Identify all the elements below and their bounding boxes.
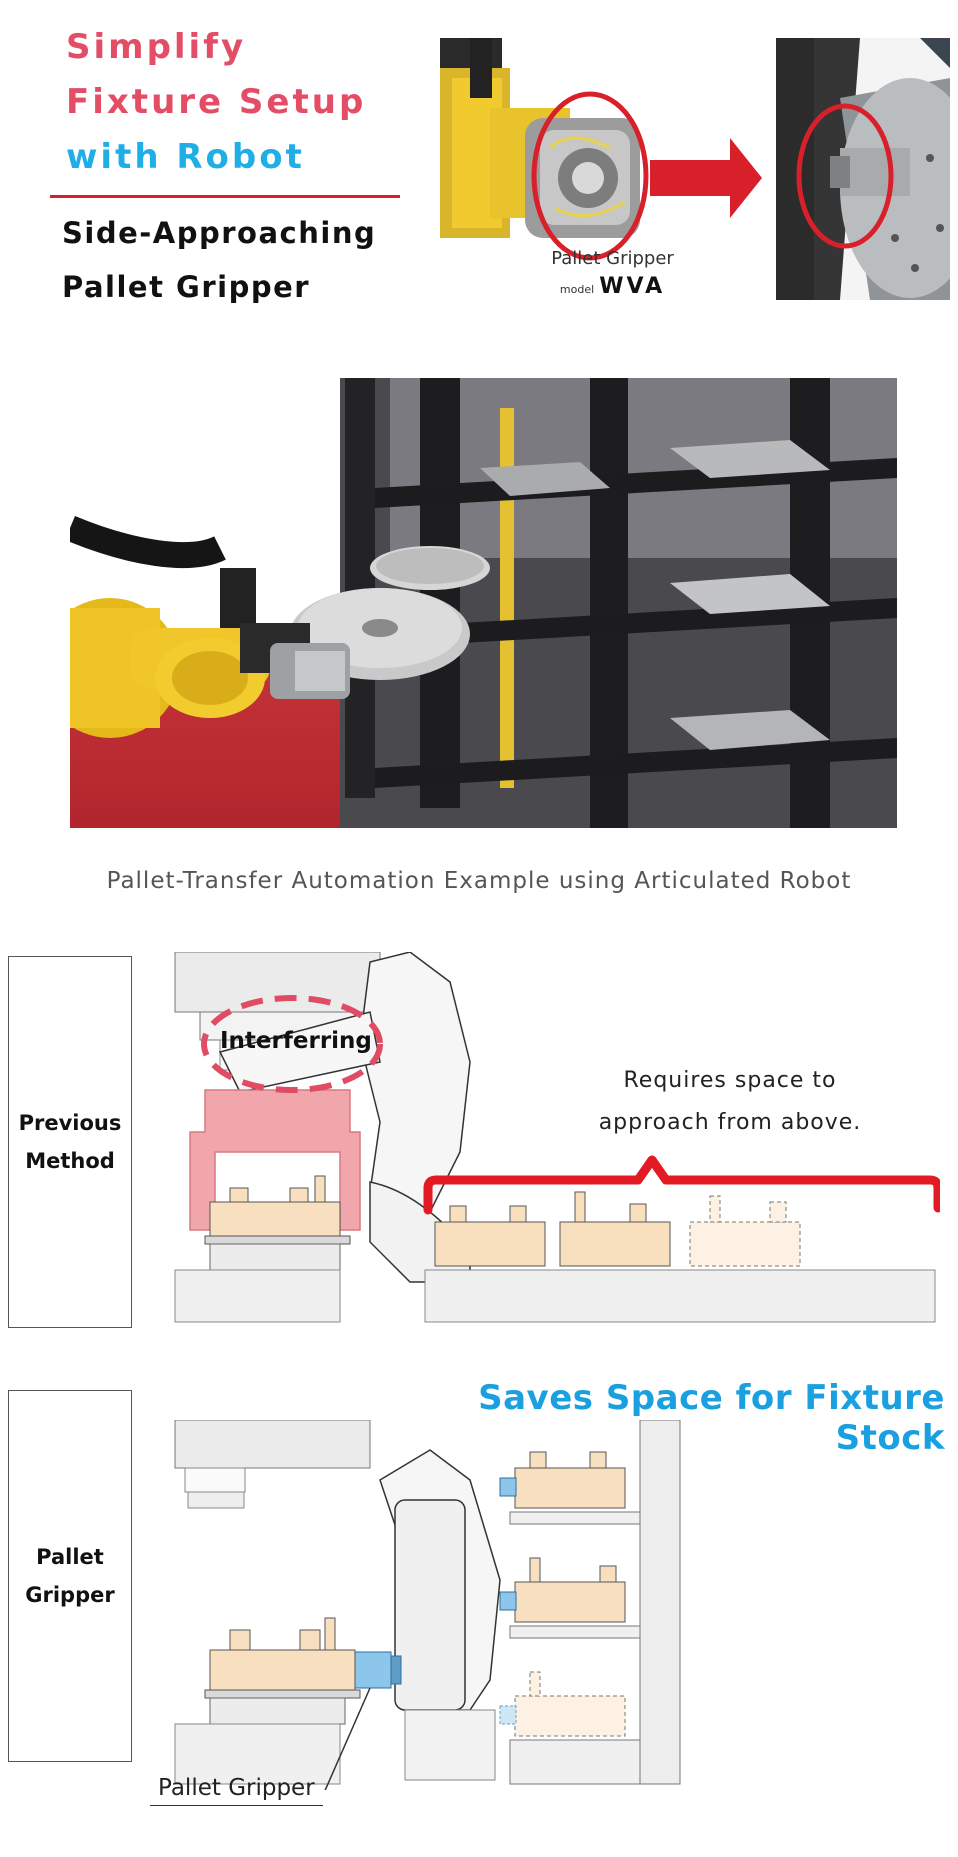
pallet-gripper-pointer-label: Pallet Gripper: [150, 1775, 323, 1806]
main-photo: [70, 378, 897, 828]
previous-method-label: Previous Method: [8, 956, 132, 1328]
previous-note-line-1: Requires space to: [623, 1068, 837, 1093]
model-label: model WVA: [535, 274, 690, 299]
gripper-label-line-2: Gripper: [25, 1583, 115, 1607]
product-photo: Pallet Gripper model WVA: [440, 38, 950, 300]
previous-label-line-2: Method: [25, 1149, 115, 1173]
previous-label-line-1: Previous: [18, 1111, 122, 1135]
main-photo-caption: Pallet-Transfer Automation Example using…: [106, 868, 852, 894]
previous-note-line-2: approach from above.: [598, 1110, 862, 1135]
interfering-callout: Interferring: [220, 1028, 372, 1054]
model-prefix: model: [559, 283, 595, 296]
previous-note: Requires space to approach from above.: [580, 1060, 880, 1144]
title-block: Simplify Fixture Setup with Robot: [66, 20, 366, 185]
gripper-photo-label: Pallet Gripper: [551, 248, 674, 269]
saves-space-headline: Saves Space for Fixture Stock: [478, 1378, 945, 1458]
previous-method-diagram: Interferring Requires space to approach …: [170, 952, 940, 1332]
subtitle-line-1: Side-Approaching: [62, 216, 377, 250]
pallet-gripper-label: Pallet Gripper: [8, 1390, 132, 1762]
title-line-1: Simplify: [66, 27, 247, 67]
gripper-label-line-1: Pallet: [36, 1545, 104, 1569]
title-line-3: with Robot: [66, 137, 305, 177]
model-name: WVA: [599, 274, 666, 299]
pallet-gripper-diagram: [170, 1420, 820, 1790]
subtitle-block: Side-Approaching Pallet Gripper: [62, 206, 376, 314]
subtitle-line-2: Pallet Gripper: [62, 270, 311, 304]
title-divider: [50, 195, 400, 198]
title-line-2: Fixture Setup: [66, 82, 367, 122]
